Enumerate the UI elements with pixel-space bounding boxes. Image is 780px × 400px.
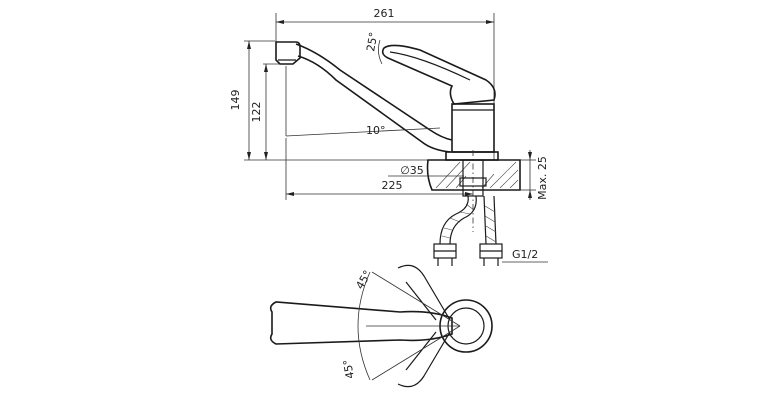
- dimension-reach: 225: [285, 138, 473, 200]
- dimension-total-height: 149: [229, 40, 440, 161]
- countertop-section: [426, 159, 521, 197]
- dimension-overall-length: 261: [275, 7, 495, 160]
- dimension-diameter: ∅35: [388, 164, 464, 177]
- dim-label-lever-angle: 25°: [364, 31, 380, 52]
- dim-label-149: 149: [229, 90, 242, 111]
- dim-label-swivel-bottom: 45°: [341, 358, 357, 379]
- faucet-top-view: 45° 45°: [269, 264, 493, 388]
- dimension-spout-height: 122: [250, 63, 290, 160]
- dim-label-122: 122: [250, 102, 263, 123]
- faucet-side-view: 25° 10°: [275, 31, 499, 232]
- dim-label-swivel-top: 45°: [353, 268, 374, 291]
- dim-label-spout-angle: 10°: [366, 124, 386, 137]
- dimension-max-thickness: Max. 25: [520, 150, 549, 200]
- supply-hoses: G1/2: [433, 195, 548, 266]
- dim-label-max-thickness: Max. 25: [536, 156, 549, 200]
- dim-label-thread: G1/2: [512, 248, 538, 261]
- dim-label-diameter: ∅35: [400, 164, 424, 177]
- dim-label-261: 261: [374, 7, 395, 20]
- dim-label-reach: 225: [382, 179, 403, 192]
